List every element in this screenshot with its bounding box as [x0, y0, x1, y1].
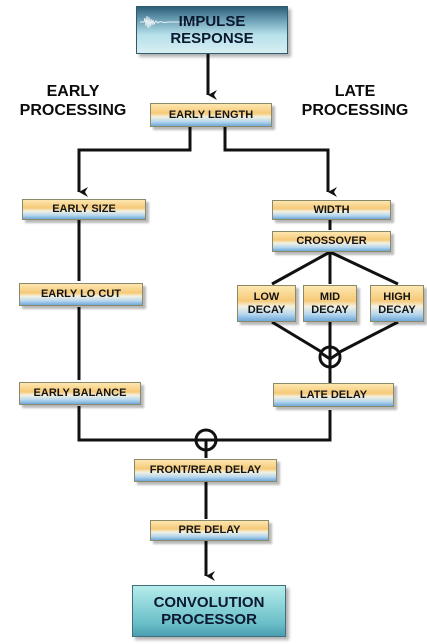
early-processing-heading: EARLY PROCESSING: [8, 82, 138, 120]
impulse-line-2: RESPONSE: [170, 30, 254, 47]
early-size-block: EARLY SIZE: [22, 199, 146, 220]
impulse-response-block: IMPULSE RESPONSE: [136, 6, 288, 54]
late-delay-block: LATE DELAY: [273, 383, 394, 407]
width-block: WIDTH: [272, 200, 391, 220]
late-heading-line-1: LATE: [334, 83, 376, 100]
low-decay-line-2: DECAY: [247, 303, 286, 316]
convolution-line-2: PROCESSOR: [161, 611, 257, 628]
mid-decay-line-2: DECAY: [311, 303, 349, 316]
late-delay-label: LATE DELAY: [299, 388, 368, 401]
front-rear-delay-label: FRONT/REAR DELAY: [149, 464, 262, 476]
front-rear-delay-block: FRONT/REAR DELAY: [134, 459, 277, 482]
mid-decay-line-1: MID: [319, 290, 341, 303]
low-decay-block: LOW DECAY: [237, 285, 296, 322]
early-heading-line-2: PROCESSING: [19, 102, 127, 119]
early-length-block: EARLY LENGTH: [150, 103, 272, 127]
crossover-label: CROSSOVER: [296, 235, 367, 247]
early-heading-line-1: EARLY: [46, 83, 100, 100]
convolution-line-1: CONVOLUTION: [153, 594, 265, 611]
convolution-processor-block: CONVOLUTION PROCESSOR: [132, 585, 286, 637]
pre-delay-label: PRE DELAY: [178, 524, 241, 536]
late-processing-heading: LATE PROCESSING: [290, 82, 420, 120]
mid-decay-block: MID DECAY: [303, 285, 357, 322]
high-decay-line-1: HIGH: [383, 290, 411, 303]
early-size-label: EARLY SIZE: [52, 203, 116, 215]
early-length-label: EARLY LENGTH: [168, 108, 254, 121]
high-decay-block: HIGH DECAY: [370, 285, 424, 322]
early-lo-cut-label: EARLY LO CUT: [40, 288, 122, 300]
low-decay-line-1: LOW: [253, 290, 280, 303]
crossover-block: CROSSOVER: [272, 231, 391, 252]
pre-delay-block: PRE DELAY: [150, 520, 269, 541]
early-balance-label: EARLY BALANCE: [33, 387, 127, 399]
impulse-line-1: IMPULSE: [178, 13, 246, 30]
early-balance-block: EARLY BALANCE: [19, 382, 141, 405]
high-decay-line-2: DECAY: [378, 303, 416, 316]
early-lo-cut-block: EARLY LO CUT: [19, 283, 143, 306]
waveform-icon: [140, 15, 204, 29]
late-heading-line-2: PROCESSING: [301, 102, 409, 119]
width-label: WIDTH: [313, 203, 350, 216]
